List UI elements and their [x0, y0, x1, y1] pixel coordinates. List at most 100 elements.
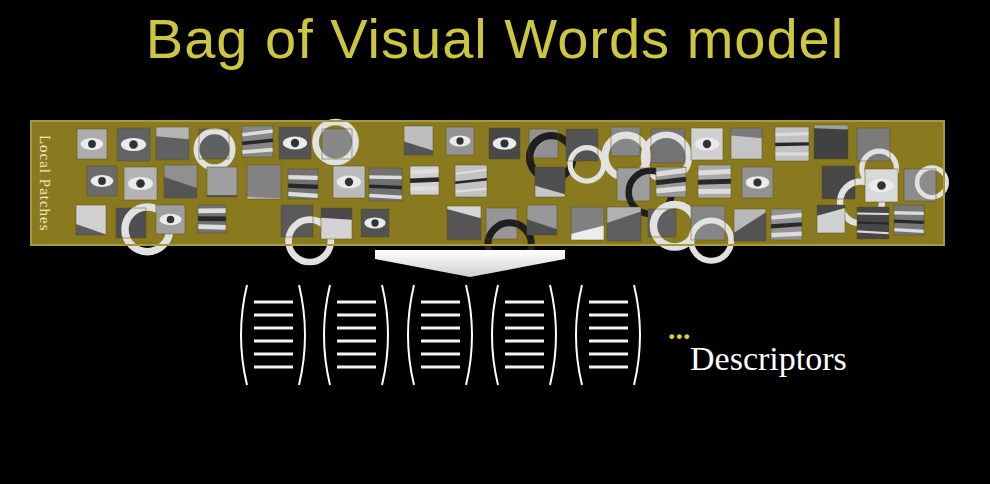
patch-arc [570, 148, 604, 182]
patch-eye [81, 138, 104, 150]
patch-arc [917, 168, 947, 198]
patch-edge [529, 129, 558, 158]
vector-entry [421, 340, 460, 343]
patch-edge [247, 165, 281, 199]
patch-stripe [857, 222, 889, 223]
patch-edge [691, 206, 725, 240]
patch-eye [283, 137, 307, 150]
descriptor-vector [492, 285, 556, 385]
patch-edge [865, 169, 898, 202]
image-patch [124, 167, 157, 200]
image-patch [535, 167, 565, 197]
patch-ground [410, 166, 439, 195]
patch-ground [814, 125, 848, 159]
image-patch [817, 205, 845, 233]
patch-edge [333, 166, 365, 198]
patch-ground [771, 209, 802, 240]
image-patch [742, 167, 773, 198]
patch-stripe [771, 224, 802, 226]
patch-ground [775, 127, 809, 161]
vector-entry [337, 353, 376, 356]
patch-edge [822, 166, 855, 199]
patch-arc [316, 122, 356, 162]
patch-shape [535, 186, 565, 197]
patch-stripe [242, 150, 273, 152]
image-patch [156, 127, 189, 160]
image-patch [489, 128, 520, 159]
image-patch [814, 125, 848, 159]
image-patch [361, 209, 389, 237]
patch-shape [164, 177, 197, 198]
patch-iris [88, 140, 96, 148]
patch-stripe [198, 216, 226, 221]
vector-entry [421, 301, 460, 304]
patch-stripe [656, 188, 686, 191]
vector-entry [589, 353, 628, 356]
patch-edge [288, 169, 318, 199]
patch-edge [404, 126, 433, 155]
patch-stripe [410, 171, 439, 173]
image-patch [771, 209, 802, 240]
right-bracket [634, 285, 640, 385]
patch-shape [731, 136, 762, 159]
patch-eye [746, 176, 770, 188]
patch-eye [91, 175, 114, 187]
patch-edge [607, 207, 641, 241]
patch-edge [775, 127, 809, 161]
image-patch [446, 127, 474, 155]
image-patch [527, 205, 557, 235]
patch-stripe [698, 171, 731, 173]
vector-entry [337, 301, 376, 304]
patch-edge [199, 129, 229, 159]
patch-edge [321, 208, 352, 239]
patch-stripe [771, 215, 802, 218]
patch-edge [742, 167, 773, 198]
right-bracket [299, 285, 305, 385]
vector-entry [254, 353, 293, 356]
patch-edge [369, 168, 402, 201]
patch-edge [156, 127, 189, 160]
patch-stripe [775, 142, 809, 146]
image-patch [164, 165, 197, 198]
vector-entry [421, 314, 460, 317]
patch-ground [247, 165, 281, 199]
patch-edge [279, 127, 311, 159]
patch-edge [656, 167, 686, 197]
patch-edge [116, 208, 146, 238]
patch-stripe [369, 175, 402, 179]
patch-ground [742, 167, 773, 198]
patch-edge [817, 205, 845, 233]
patch-ground [455, 165, 487, 197]
patch-iris [291, 139, 299, 147]
patch-eye [128, 177, 153, 190]
image-patch [333, 166, 365, 198]
patch-stripe [656, 170, 686, 174]
descriptor-vector [576, 285, 640, 385]
patch-ground [77, 129, 107, 159]
patch-shape [404, 142, 433, 155]
image-patch [198, 205, 226, 233]
patch-ground [656, 167, 686, 197]
patch-edge [489, 128, 520, 159]
vector-entry [421, 327, 460, 330]
patch-edge [156, 205, 185, 234]
patch-ground [447, 206, 481, 240]
patch-stripe [894, 211, 924, 215]
patch-stripe [455, 179, 487, 183]
left-bracket [324, 285, 330, 385]
patch-edge [857, 128, 890, 161]
image-patch [117, 128, 150, 161]
patch-ground [369, 168, 402, 201]
patch-eye [493, 137, 517, 149]
patch-edge [117, 128, 150, 161]
image-patch [656, 167, 686, 197]
vector-entry [337, 314, 376, 317]
patch-edge [814, 125, 848, 159]
patch-iris [877, 181, 886, 190]
patch-stripe [698, 189, 731, 194]
patch-stripe [771, 234, 802, 236]
image-patch [76, 205, 106, 235]
image-patch [87, 166, 117, 196]
patch-eye [364, 217, 385, 228]
